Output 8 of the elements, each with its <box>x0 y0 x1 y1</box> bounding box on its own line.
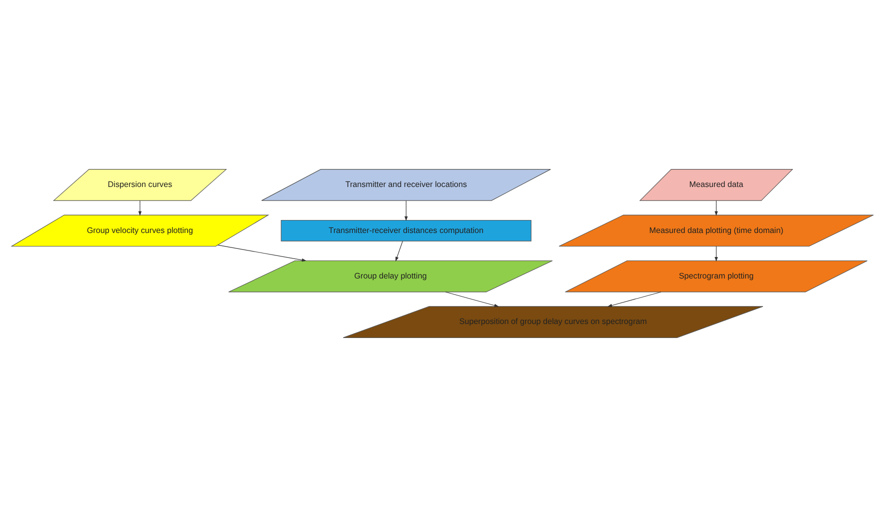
arrow <box>714 200 718 216</box>
arrow <box>404 200 408 221</box>
arrow <box>714 246 718 262</box>
arrow <box>218 244 307 262</box>
arrow <box>445 291 499 306</box>
arrow <box>138 200 142 216</box>
arrow <box>396 240 403 261</box>
arrow <box>607 291 662 306</box>
